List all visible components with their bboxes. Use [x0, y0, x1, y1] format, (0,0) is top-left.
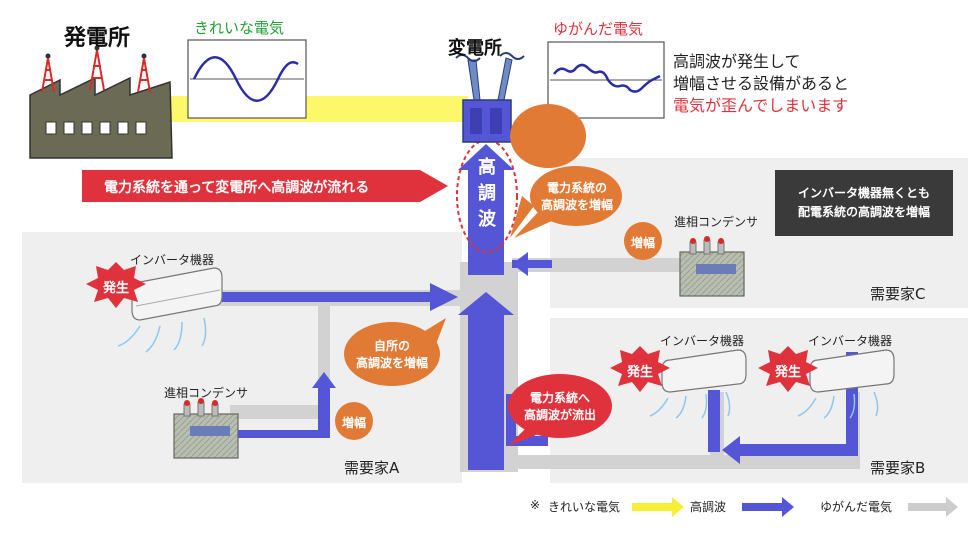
clean-wave-title: きれいな電気	[194, 19, 285, 37]
amplify-label-a: 増幅	[341, 416, 366, 430]
bubble-a-line-2: 高調波を増幅	[355, 356, 428, 370]
inverter-label-b2: インバータ機器	[808, 334, 893, 348]
customer-c-label: 需要家C	[870, 285, 926, 303]
harmonic-vertical-text: 高調波	[478, 157, 496, 230]
capacitor-unit-a	[173, 398, 239, 459]
note-line-1: 高調波が発生して	[673, 52, 801, 71]
capacitor-unit-c	[679, 236, 745, 297]
generate-label-a: 発生	[102, 281, 129, 296]
harmonic-flow-arrows	[222, 144, 858, 470]
amplify-label-c: 増幅	[630, 236, 655, 250]
bubble-b-tail	[508, 426, 544, 446]
bubble-a-body	[344, 322, 440, 386]
dark-note-line-2: 配電系統の高調波を増幅	[797, 205, 930, 219]
dark-note-box	[775, 170, 953, 236]
bubble-a-line-1: 自所の	[373, 339, 410, 353]
generate-burst-a	[86, 262, 146, 308]
bubble-a-text: 自所の 高調波を増幅	[346, 338, 438, 372]
note-line-2: 増幅させる設備があると	[673, 74, 850, 93]
dark-note-text: インバータ機器無くとも 配電系統の高調波を増幅	[775, 184, 953, 222]
amplify-badge-a	[335, 402, 373, 440]
bubble-c-tail	[514, 210, 554, 238]
legend-label-clean: きれいな電気	[548, 500, 621, 514]
generate-label-b2: 発生	[774, 365, 801, 380]
bubble-c-line-1: 電力系統の	[546, 181, 607, 195]
dark-note-line-1: インバータ機器無くとも	[797, 186, 930, 200]
power-plant-label: 発電所	[64, 26, 131, 51]
bubble-c-line-2: 高調波を増幅	[540, 198, 613, 212]
legend-label-distorted: ゆがんだ電気	[820, 500, 893, 514]
legend-label-harmonic: 高調波	[690, 500, 727, 514]
capacitor-label-c: 進相コンデンサ	[674, 215, 759, 229]
generate-burst-b2	[758, 346, 818, 392]
generate-label-b1: 発生	[626, 365, 653, 380]
legend-arrows	[632, 497, 958, 517]
customer-b-label: 需要家B	[870, 459, 926, 477]
distorted-wave-box	[547, 41, 665, 119]
bubble-b-line-2: 高調波が流出	[523, 408, 596, 422]
bubble-a-tail	[420, 318, 446, 344]
bubble-c-shape	[510, 104, 587, 238]
bubble-b-text: 電力系統へ 高調波が流出	[510, 390, 610, 424]
harmonic-vertical-label: 高調波	[474, 155, 500, 233]
capacitor-label-a: 進相コンデンサ	[164, 386, 249, 400]
bubble-c-body	[530, 166, 622, 226]
power-plant-illustration	[29, 45, 173, 159]
substation-illustration	[455, 52, 525, 143]
distorted-wave-title: ゆがんだ電気	[553, 20, 644, 38]
clean-wave-box	[187, 39, 307, 119]
bubble-b-line-1: 電力系統へ	[529, 391, 590, 405]
substation-label: 変電所	[448, 38, 502, 59]
inverter-label-b1: インバータ機器	[660, 334, 745, 348]
generate-burst-b1	[610, 346, 670, 392]
inverter-unit-a	[117, 267, 223, 353]
flow-banner-text: 電力系統を通って変電所へ高調波が流れる	[104, 180, 370, 196]
bubble-b-body	[508, 374, 612, 438]
amplify-badge-c	[624, 222, 662, 260]
bubble-c-text: 電力系統の 高調波を増幅	[532, 180, 622, 214]
inverter-label-a: インバータ機器	[130, 253, 215, 267]
legend-note-mark: ※	[530, 498, 541, 512]
note-line-3: 電気が歪んでしまいます	[673, 96, 849, 115]
customer-a-label: 需要家A	[344, 459, 400, 477]
flow-banner-arrow	[82, 170, 448, 202]
